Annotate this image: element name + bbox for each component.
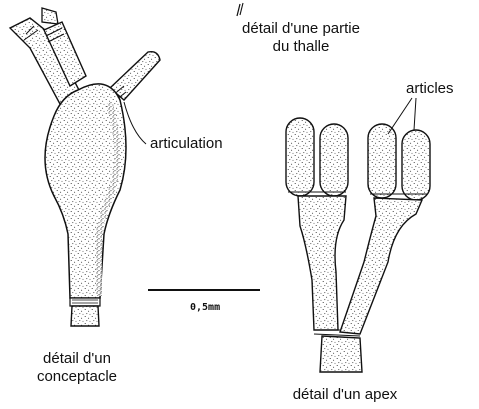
thalle-caption-line-2: du thalle — [226, 38, 376, 56]
thalle-caption-line-1: détail d'une partie — [226, 20, 376, 38]
thalle-caption: détail d'une partie du thalle — [226, 20, 376, 56]
articulation-label: articulation — [150, 135, 223, 153]
conceptacle-drawing — [10, 8, 160, 326]
articulation-leader — [124, 102, 146, 144]
articles-leader-2 — [414, 98, 416, 130]
apex-drawing — [286, 118, 430, 372]
articles-label: articles — [406, 80, 454, 98]
articles-leader-1 — [388, 98, 412, 134]
apex-caption: détail d'un apex — [270, 386, 420, 404]
scale-bar-label: 0,5mm — [190, 302, 220, 313]
thallus-fragment — [237, 3, 243, 16]
conceptacle-caption-line-1: détail d'un — [22, 350, 132, 368]
conceptacle-caption-line-2: conceptacle — [22, 368, 132, 386]
conceptacle-caption: détail d'un conceptacle — [22, 350, 132, 386]
